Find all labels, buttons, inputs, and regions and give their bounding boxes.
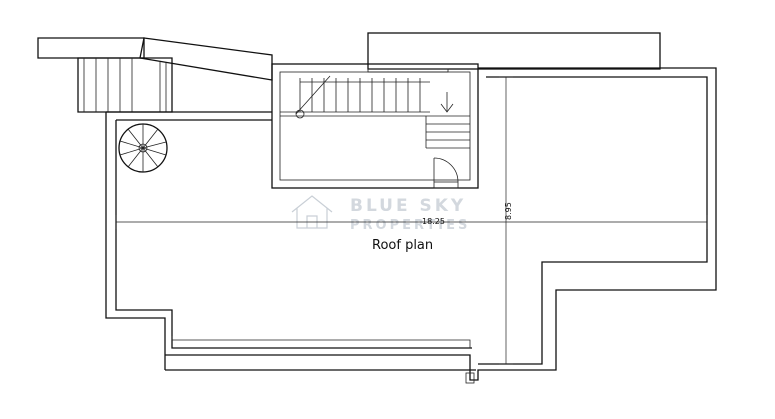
plan-title: Roof plan xyxy=(372,238,433,253)
dimension-width-label: 18.25 xyxy=(422,217,445,226)
roof-outline-inner xyxy=(115,76,708,365)
upper-roof-slabs xyxy=(37,37,273,113)
stair-core xyxy=(271,63,479,189)
watermark-line2: PROPERTIES xyxy=(350,218,470,233)
watermark-house-icon xyxy=(291,195,333,229)
spiral-staircase xyxy=(118,123,168,173)
dimension-depth-label: 8.95 xyxy=(504,202,513,220)
dimension-width: 18.25 xyxy=(115,215,708,229)
watermark: BLUE SKY PROPERTIES xyxy=(291,195,470,233)
dimension-depth: 8.95 xyxy=(499,76,513,365)
rooftop-structure xyxy=(367,32,661,70)
watermark-line1: BLUE SKY xyxy=(350,196,466,216)
